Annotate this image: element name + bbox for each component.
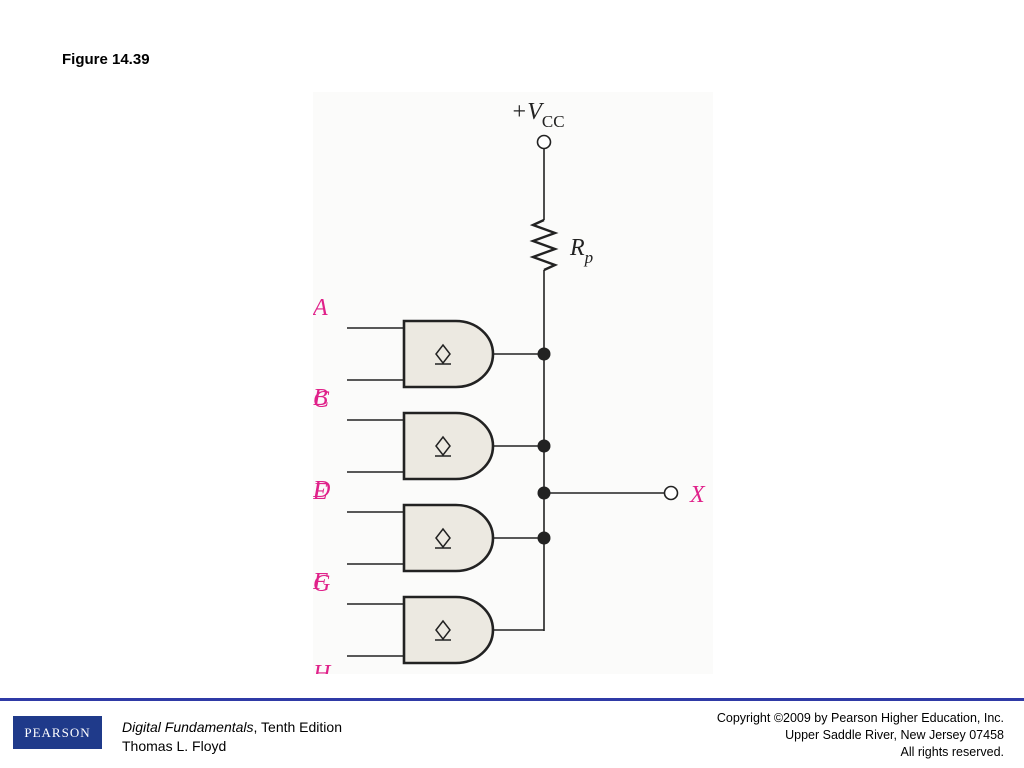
book-info: Digital Fundamentals, Tenth Edition Thom… [122, 718, 342, 756]
bus-junction-dot [537, 439, 551, 453]
pullup-resistor [529, 218, 559, 272]
input-label: B [313, 385, 328, 411]
resistor-label: Rp [569, 235, 593, 267]
open-collector-icon [435, 435, 451, 457]
open-collector-icon [435, 343, 451, 365]
copyright-line-2: Upper Saddle River, New Jersey 07458 [785, 728, 1004, 742]
book-edition: , Tenth Edition [253, 719, 342, 735]
supply-terminal [536, 134, 552, 150]
open-collector-icon [435, 619, 451, 641]
input-label: F [313, 569, 328, 595]
bus-junction-dot [537, 531, 551, 545]
footer-divider [0, 698, 1024, 701]
and-gate-body [402, 319, 495, 389]
supply-label: +VCC [511, 99, 565, 131]
and-gate-open-collector: CD [313, 387, 551, 503]
book-title: Digital Fundamentals [122, 719, 254, 735]
output-terminal [663, 485, 679, 501]
figure-title: Figure 14.39 [62, 51, 150, 68]
output-label: X [689, 482, 706, 508]
input-label: H [313, 661, 332, 674]
and-gate-open-collector: EF [313, 479, 551, 595]
and-gate-open-collector: GH [313, 571, 544, 674]
input-label: G [313, 571, 330, 597]
and-gate-open-collector: AB [313, 295, 551, 411]
copyright-line-3: All rights reserved. [900, 745, 1004, 759]
book-author: Thomas L. Floyd [122, 738, 227, 754]
input-label: A [313, 295, 328, 321]
input-label: D [313, 477, 330, 503]
input-label: C [313, 387, 330, 413]
publisher-logo: PEARSON [13, 716, 102, 749]
and-gate-body [402, 595, 495, 665]
copyright-notice: Copyright ©2009 by Pearson Higher Educat… [717, 710, 1004, 761]
and-gate-body [402, 503, 495, 573]
input-label: E [313, 479, 328, 505]
open-collector-icon [435, 527, 451, 549]
bus-junction-dot [537, 347, 551, 361]
and-gate-body [402, 411, 495, 481]
copyright-line-1: Copyright ©2009 by Pearson Higher Educat… [716, 711, 1004, 725]
